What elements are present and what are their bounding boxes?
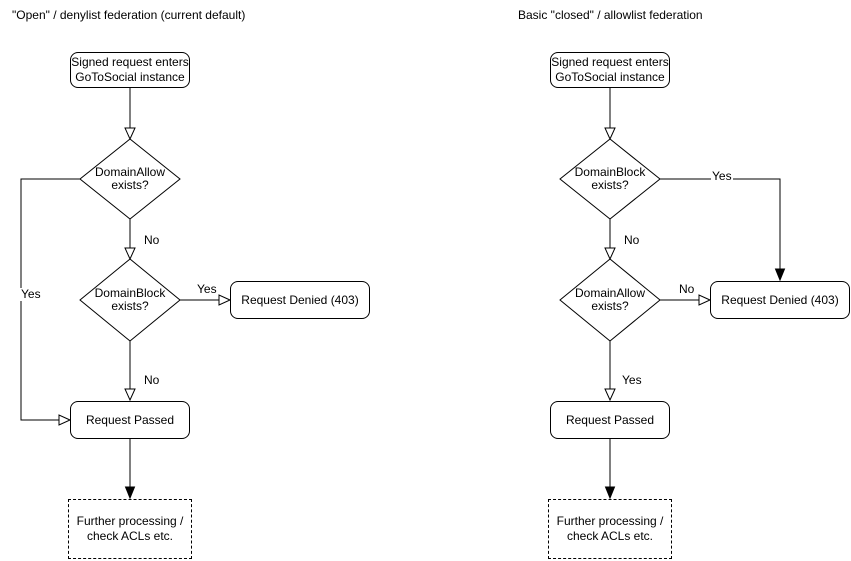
arrowhead-open-icon [604,247,616,261]
arrowhead-open-icon [124,388,136,402]
right-node-start: Signed request enters GoToSocial instanc… [550,52,670,88]
left-decision-top-diamond [79,138,181,220]
edge-right-decision-top-yes [660,178,781,269]
arrowhead-open-icon [124,127,136,141]
left-node-start: Signed request enters GoToSocial instanc… [70,52,190,88]
left-edge-label-top-yes: Yes [20,287,42,301]
right-node-denied: Request Denied (403) [710,281,850,319]
arrowhead-open-icon [698,294,712,306]
left-edge-label-top-no: No [143,233,161,247]
right-edge-label-top-no: No [623,233,641,247]
right-node-further-processing: Further processing / check ACLs etc. [548,499,672,559]
left-chart-title: "Open" / denylist federation (current de… [12,8,246,22]
right-edge-label-top-yes: Yes [711,169,733,183]
arrowhead-solid-icon [604,486,616,500]
right-decision-bottom-diamond [559,258,661,342]
arrowhead-open-icon [218,294,232,306]
right-chart-title: Basic "closed" / allowlist federation [518,8,703,22]
right-decision-top-diamond [559,138,661,220]
left-node-further-processing: Further processing / check ACLs etc. [68,499,192,559]
right-edge-label-bottom-no: No [678,282,696,296]
right-decision-top-label: DomainBlock exists? [574,165,646,192]
arrowhead-open-icon [58,414,72,426]
left-node-passed: Request Passed [70,401,190,439]
right-decision-bottom-label: DomainAllow exists? [574,286,646,313]
left-chart-connectors [20,88,232,500]
right-node-passed: Request Passed [550,401,670,439]
left-edge-label-bottom-no: No [143,373,161,387]
left-edge-label-bottom-yes: Yes [196,282,218,296]
left-node-denied: Request Denied (403) [230,281,370,319]
left-decision-top-label: DomainAllow exists? [94,165,166,192]
right-edge-label-bottom-yes: Yes [621,373,643,387]
arrowhead-open-icon [604,127,616,141]
left-decision-bottom-label: DomainBlock exists? [94,286,166,313]
left-decision-bottom-diamond [79,258,181,342]
right-chart-connectors [559,88,786,500]
arrowhead-solid-icon [124,486,136,500]
arrowhead-open-icon [124,247,136,261]
arrowhead-solid-icon [774,268,786,282]
arrowhead-open-icon [604,388,616,402]
